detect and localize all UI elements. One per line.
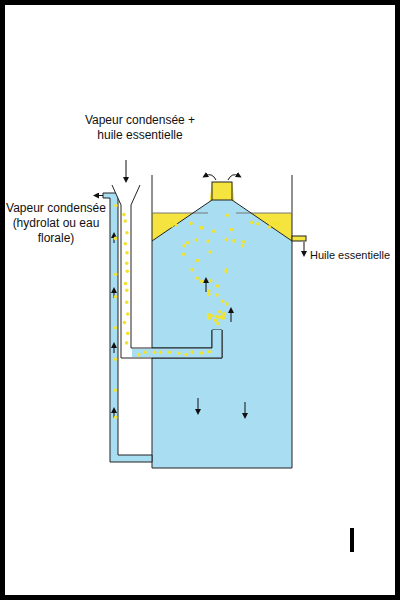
black-mark xyxy=(350,528,354,552)
hydrolat-label: Vapeur condensée (hydrolat ou eau floral… xyxy=(6,201,106,246)
tube-outline xyxy=(152,330,222,358)
flow-arrow xyxy=(304,242,305,254)
flow-arrow xyxy=(205,175,216,180)
tube-water xyxy=(152,330,222,358)
image-frame xyxy=(3,3,398,598)
inlet-tube xyxy=(112,185,222,358)
oil-droplets xyxy=(114,204,282,419)
vessel-outline xyxy=(152,175,292,468)
water-body xyxy=(152,200,292,468)
oil-label: Huile essentielle xyxy=(310,248,390,263)
flow-arrow xyxy=(126,160,127,180)
flow-arrow xyxy=(96,195,103,196)
flow-arrow xyxy=(228,175,239,180)
inlet-label: Vapeur condensée + huile essentielle xyxy=(78,113,202,143)
tube-water xyxy=(132,349,152,357)
flow-arrows xyxy=(198,280,245,416)
oil-outlet xyxy=(292,236,306,241)
